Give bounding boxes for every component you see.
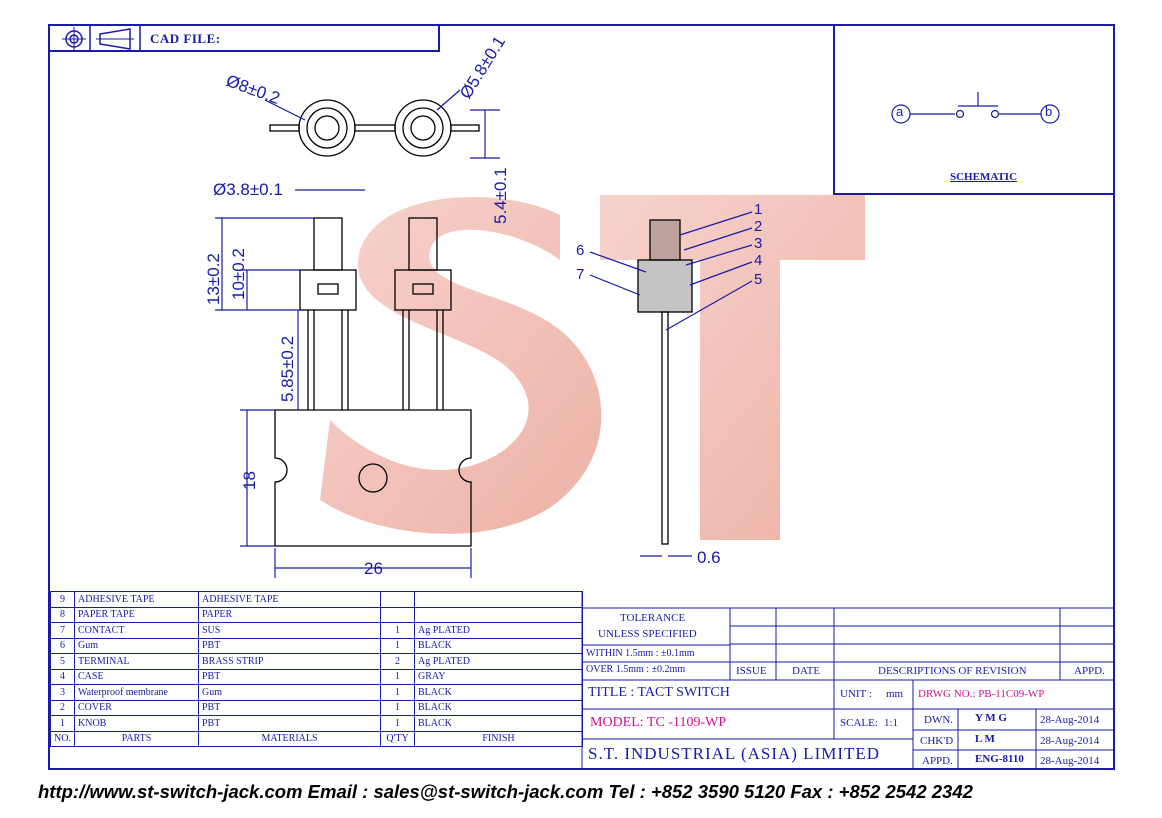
appd-date: 28-Aug-2014 [1040, 755, 1100, 767]
callout-4: 4 [754, 252, 763, 269]
unit-value: mm [886, 688, 904, 700]
schematic-box [833, 24, 1115, 195]
contact-footer: http://www.st-switch-jack.com Email : sa… [38, 781, 973, 802]
scale-value: 1:1 [884, 717, 899, 729]
dwn-date: 28-Aug-2014 [1040, 714, 1100, 726]
drawing-title: TITLE : TACT SWITCH [588, 685, 730, 700]
terminal-a-label: a [896, 104, 904, 119]
callout-3: 3 [754, 235, 763, 252]
parts-header-qty: Q'TY [380, 730, 415, 747]
tolerance-title: TOLERANCE [620, 612, 686, 624]
callout-2: 2 [754, 218, 763, 235]
dwn-label: DWN. [924, 714, 954, 726]
appd-label: APPD. [922, 755, 953, 767]
callout-1: 1 [754, 201, 763, 218]
tolerance-over: OVER 1.5mm : ±0.2mm [586, 664, 686, 675]
revision-appd: APPD. [1074, 665, 1105, 677]
model-number: MODEL: TC -1109-WP [590, 715, 727, 730]
chkd-label: CHK'D [920, 735, 954, 747]
callout-5: 5 [754, 271, 763, 288]
appd-value: ENG-8110 [975, 753, 1024, 765]
parts-header-material: MATERIALS [198, 730, 381, 747]
unit-label: UNIT : [840, 688, 872, 700]
revision-desc: DESCRIPTIONS OF REVISION [878, 665, 1027, 677]
drawing-number: DRWG NO.: PB-11C09-WP [918, 688, 1045, 700]
tolerance-subtitle: UNLESS SPECIFIED [598, 628, 697, 640]
schematic-label: SCHEMATIC [950, 171, 1018, 183]
terminal-b-label: b [1045, 104, 1053, 119]
revision-issue: ISSUE [736, 665, 767, 677]
parts-header-part: PARTS [74, 730, 199, 747]
dim-tape-width: 26 [364, 559, 383, 578]
scale-label: SCALE: [840, 717, 878, 729]
parts-header-no: NO. [50, 730, 75, 747]
dim-knob-diameter: Ø3.8±0.1 [213, 180, 283, 199]
tolerance-within: WITHIN 1.5mm : ±0.1mm [586, 648, 695, 659]
revision-date: DATE [792, 665, 821, 677]
callout-7: 7 [576, 266, 585, 283]
projection-symbol [62, 26, 141, 52]
callout-6: 6 [576, 242, 585, 259]
chkd-value: L M [975, 733, 995, 745]
cad-file-box [48, 24, 440, 52]
dwn-value: Y M G [975, 712, 1007, 724]
cad-file-label: CAD FILE: [150, 31, 221, 46]
dim-tape-thickness: 0.6 [697, 548, 721, 567]
company-name: S.T. INDUSTRIAL (ASIA) LIMITED [588, 744, 881, 763]
chkd-date: 28-Aug-2014 [1040, 735, 1100, 747]
